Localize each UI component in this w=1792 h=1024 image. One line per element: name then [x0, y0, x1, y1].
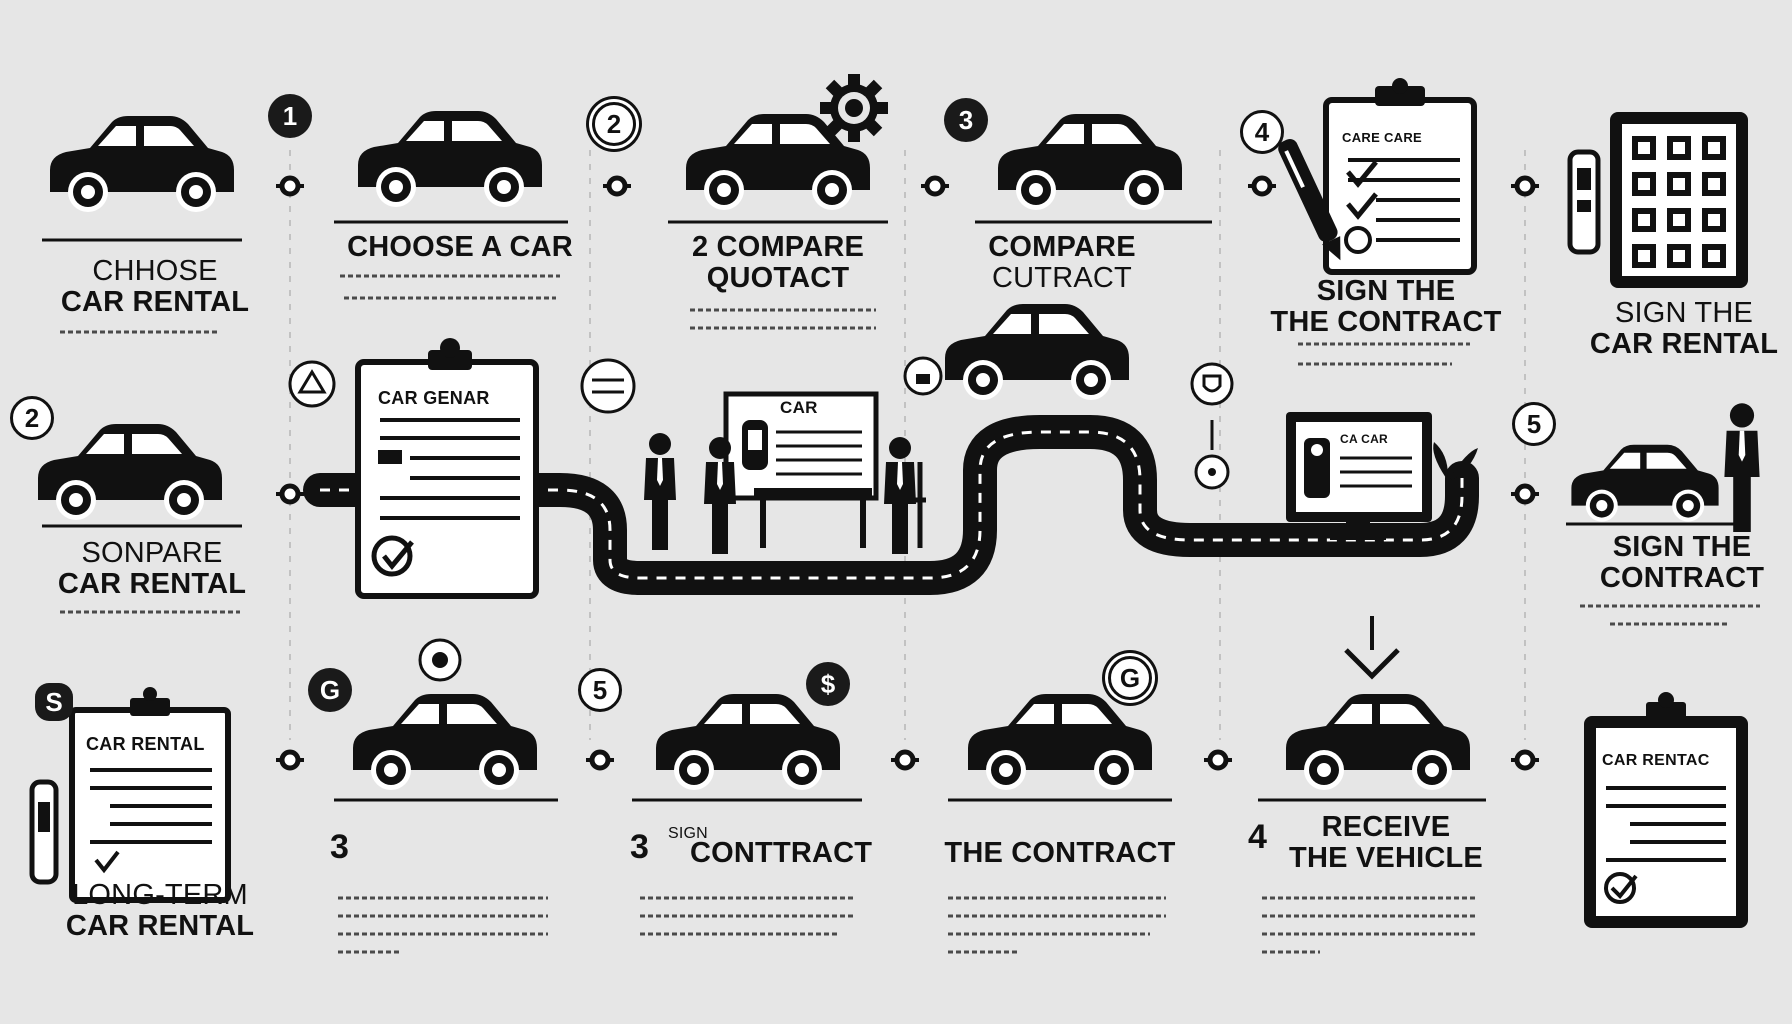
step-number: 3 [330, 828, 349, 866]
car-icon [945, 304, 1129, 400]
balance-icon [580, 358, 636, 414]
step-label-small: SIGN [668, 825, 708, 842]
step-badge-1: 1 [268, 94, 312, 138]
document-title: CAR RENTAC [1602, 752, 1710, 769]
location-pin-icon [1194, 420, 1230, 490]
table-icon [754, 488, 872, 548]
badge-icon [418, 638, 462, 682]
step-label: SONPARE CAR RENTAL [57, 537, 247, 600]
step-badge-g2: G [1108, 656, 1152, 700]
step-number: 3 [630, 828, 649, 866]
step-label: CONTTRACT [690, 837, 873, 869]
car-icon [1286, 694, 1470, 790]
person-icon [644, 433, 676, 550]
monitor-title: CA CAR [1340, 432, 1389, 446]
document-title: CAR RENTAL [86, 734, 205, 754]
tablet-icon [1610, 112, 1748, 288]
car-icon [656, 694, 840, 790]
clipboard-icon [1584, 692, 1748, 928]
shield-icon [1190, 362, 1234, 406]
step-badge-3: 3 [944, 98, 988, 142]
step-badge-2-left: 2 [10, 396, 54, 440]
step-label: 2 COMPARE QUOTACT [691, 231, 865, 294]
clipboard-icon [69, 687, 231, 903]
step-badge-4: 4 [1240, 110, 1284, 154]
car-icon [968, 694, 1152, 790]
arrow-down-icon [1344, 616, 1400, 680]
step-badge-5: 5 [578, 668, 622, 712]
dollar-icon: $ [806, 662, 850, 706]
step-badge-5-right: 5 [1512, 402, 1556, 446]
step-badge-g: G [308, 668, 352, 712]
step-number: 4 [1248, 818, 1267, 856]
step-label: THE CONTRACT [944, 837, 1176, 869]
pen-icon [1278, 139, 1341, 261]
step-label: SIGN THE CONTRACT [1599, 531, 1765, 594]
chair-icon [890, 462, 926, 548]
car-icon [358, 111, 542, 207]
step-badge-s-left: S [35, 683, 73, 721]
step-label: COMPARE CUTRACT [988, 231, 1136, 294]
person-icon [884, 437, 916, 554]
step-label: CHOOSE A CAR [347, 231, 573, 263]
car-icon [1571, 444, 1719, 522]
key-fob-icon [1567, 149, 1601, 255]
whiteboard-title: CAR [780, 398, 818, 417]
clipboard-icon [1323, 78, 1477, 275]
document-title: CARE CARE [1342, 130, 1422, 145]
triangle-icon [288, 360, 336, 408]
document-title: CAR GENAR [378, 388, 490, 408]
plant-icon [1433, 442, 1478, 480]
step-label: CHHOSE CAR RENTAL [60, 255, 250, 318]
car-icon [998, 114, 1182, 210]
key-fob-icon [29, 779, 59, 885]
step-badge-2: 2 [592, 102, 636, 146]
step-label: SIGN THE THE CONTRACT [1270, 275, 1502, 338]
lock-icon [903, 356, 943, 396]
clipboard-icon [355, 338, 539, 599]
car-icon [38, 424, 222, 520]
monitor-icon [1286, 412, 1432, 540]
car-icon [353, 694, 537, 790]
step-label: RECEIVE THE VEHICLE [1289, 811, 1483, 874]
car-icon [50, 116, 234, 212]
step-label: SIGN THE CAR RENTAL [1589, 297, 1779, 360]
gear-icon [820, 74, 888, 142]
step-label: LONG-TERM CAR RENTAL [65, 879, 255, 942]
person-icon [1724, 403, 1760, 532]
whiteboard-icon [723, 391, 879, 501]
